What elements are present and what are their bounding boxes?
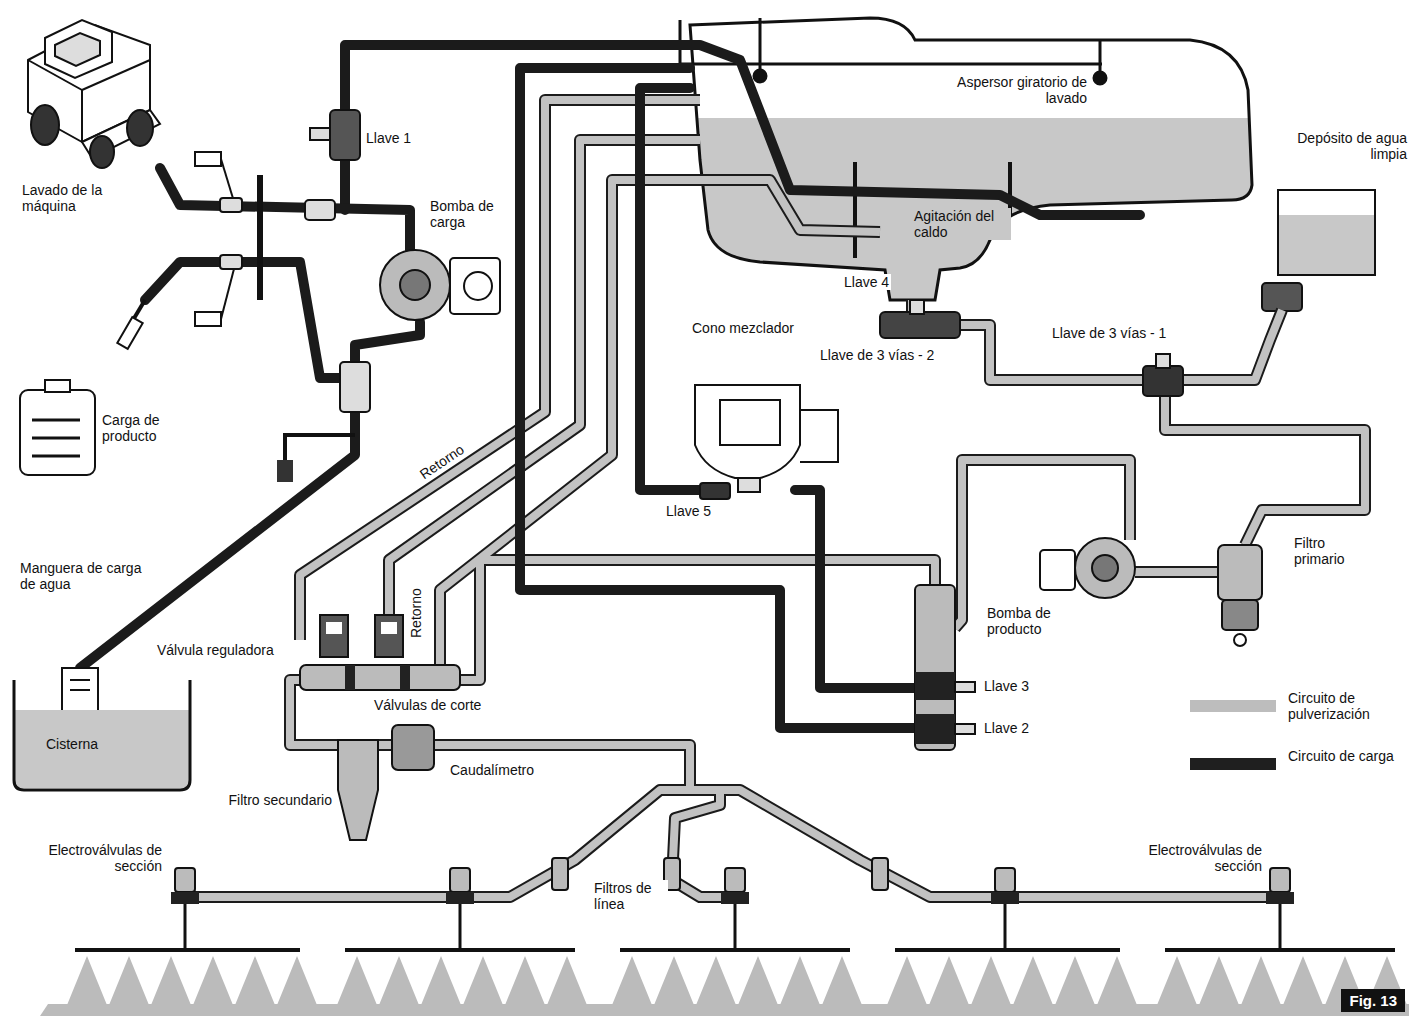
legend-swatch	[1190, 758, 1276, 770]
charge-pump	[380, 250, 500, 320]
part-label: Llave de 3 vías - 1	[1050, 325, 1168, 341]
part-label: Llave 1	[364, 130, 413, 146]
wash-manifold	[195, 152, 370, 412]
mixing-cone	[695, 385, 838, 499]
part-label: Llave 5	[664, 503, 713, 519]
drain-valve	[277, 460, 293, 482]
part-label: Caudalímetro	[448, 762, 536, 778]
control-valves	[300, 615, 460, 690]
part-label: Llave de 3 vías - 2	[818, 347, 936, 363]
load-circuit-pipe	[80, 45, 1140, 728]
part-label: Filtro primario	[1292, 535, 1376, 567]
primary-filter	[1218, 545, 1262, 646]
legend-entry: Circuito de carga	[1190, 748, 1409, 788]
product-pump	[1040, 538, 1135, 598]
valve-block	[915, 585, 975, 750]
spray-circuit-pipe	[180, 100, 1365, 897]
part-label: Bomba de carga	[428, 198, 512, 230]
suction-float	[62, 668, 98, 712]
part-label: Lavado de la máquina	[20, 182, 134, 214]
drain-line	[285, 435, 355, 462]
figure-number-box: Fig. 13	[1341, 989, 1405, 1012]
part-label: Válvula reguladora	[155, 642, 276, 658]
part-label: Electroválvulas de sección	[1120, 842, 1264, 874]
legend-entry: Circuito de pulverización	[1190, 690, 1409, 730]
sprayer-vehicle	[28, 20, 160, 168]
spray-pattern	[40, 956, 1409, 1016]
part-label: Manguera de carga de agua	[18, 560, 152, 592]
part-label: Aspersor giratorio de lavado	[955, 74, 1089, 106]
product-wand	[117, 300, 145, 349]
part-label: Retorno	[408, 586, 424, 640]
part-label: Válvulas de corte	[372, 697, 483, 713]
cistern-outline	[12, 678, 192, 792]
figure-number: Fig. 13	[1349, 992, 1397, 1009]
product-jug	[20, 380, 95, 475]
legend-label: Circuito de pulverización	[1288, 690, 1406, 722]
clean-water-tank	[1262, 190, 1375, 311]
legend-swatch	[1190, 700, 1276, 712]
part-label: Electroválvulas de sección	[25, 842, 164, 874]
part-label: Carga de producto	[100, 412, 194, 444]
valve-symbol	[310, 110, 360, 160]
spray-circuit-pipe	[180, 100, 1365, 897]
part-label: Llave 4	[842, 274, 891, 290]
part-label: Filtros de línea	[592, 880, 668, 912]
part-label: Bomba de producto	[985, 605, 1089, 637]
part-label: Depósito de agua limpia	[1260, 130, 1409, 162]
section-valve	[171, 868, 1294, 950]
part-label: Llave 3	[982, 678, 1031, 694]
nozzle-bar	[75, 948, 1395, 952]
legend-label: Circuito de carga	[1288, 748, 1406, 764]
part-label: Agitación del caldo	[912, 208, 1011, 240]
part-label: Cono mezclador	[690, 320, 804, 336]
secondary-filter	[338, 725, 434, 840]
part-label: Llave 2	[982, 720, 1031, 736]
tank-label: Cisterna	[46, 736, 98, 752]
cistern-tank: Cisterna	[12, 678, 192, 792]
part-label: Filtro secundario	[225, 792, 334, 808]
